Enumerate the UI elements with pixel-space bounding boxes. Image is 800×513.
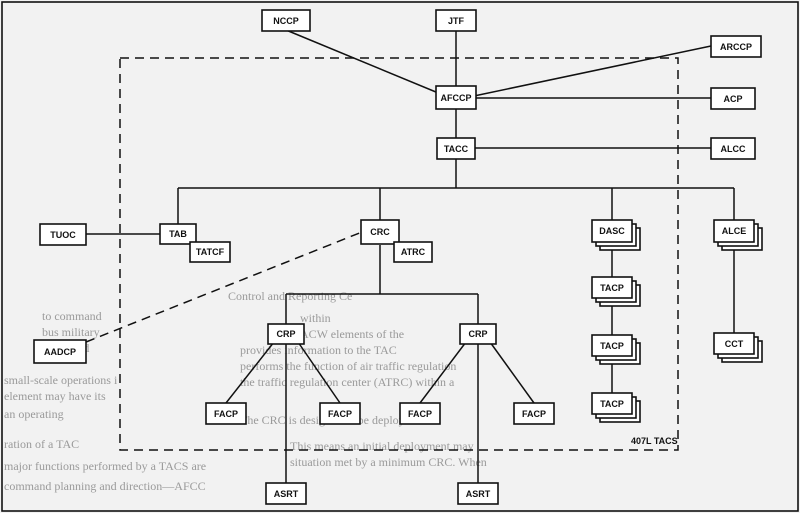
bg-line: the traffic regulation center (ATRC) wit… (240, 375, 455, 389)
tacs-frame (119, 57, 679, 451)
svg-text:ACP: ACP (723, 94, 742, 104)
connectors (85, 29, 735, 483)
node-facp-2: FACP (319, 402, 361, 425)
bg-line: major functions performed by a TACS are (4, 459, 206, 473)
svg-text:TACC: TACC (444, 144, 469, 154)
edge-crp2-facp4 (489, 341, 535, 404)
node-cct: CCT (713, 332, 763, 363)
bg-line: an operating (4, 407, 64, 421)
svg-text:FACP: FACP (328, 409, 352, 419)
svg-text:NCCP: NCCP (273, 16, 299, 26)
svg-text:CRC: CRC (370, 227, 390, 237)
node-arccp: ARCCP (710, 35, 762, 58)
svg-text:CRP: CRP (468, 329, 487, 339)
bg-line: to command (42, 309, 102, 323)
svg-text:AADCP: AADCP (44, 347, 76, 357)
svg-text:TACP: TACP (600, 399, 624, 409)
edge-crp1-facp2 (297, 341, 341, 404)
node-tacc: TACC (436, 137, 476, 160)
node-atrc: ATRC (393, 241, 433, 263)
tacs-frame-label: 407L TACS (631, 436, 678, 446)
node-dasc: DASC (591, 219, 641, 251)
node-tatcf: TATCF (189, 241, 231, 263)
bg-line: performs the function of air traffic reg… (240, 359, 456, 373)
bg-line: command planning and direction—AFCC (4, 479, 206, 493)
node-crp-2: CRP (459, 323, 497, 345)
svg-text:TATCF: TATCF (196, 247, 225, 257)
node-tacp-3: TACP (591, 392, 641, 423)
svg-text:FACP: FACP (214, 409, 238, 419)
bg-line: element may have its (4, 389, 106, 403)
node-asrt-2: ASRT (457, 482, 499, 505)
node-nccp: NCCP (261, 9, 311, 32)
svg-text:FACP: FACP (522, 409, 546, 419)
svg-text:CRP: CRP (276, 329, 295, 339)
edge-afccp-arccp (473, 45, 712, 97)
svg-text:AFCCP: AFCCP (441, 93, 472, 103)
svg-text:ATRC: ATRC (401, 247, 426, 257)
svg-text:ASRT: ASRT (466, 489, 491, 499)
svg-text:FACP: FACP (408, 409, 432, 419)
node-facp-3: FACP (399, 402, 441, 425)
node-facp-4: FACP (513, 402, 555, 425)
node-tacp-2: TACP (591, 334, 641, 365)
node-crp-1: CRP (267, 323, 305, 345)
svg-text:DASC: DASC (599, 226, 625, 236)
background-text: Control and Reporting Ce to command bus … (4, 289, 487, 493)
node-tuoc: TUOC (39, 223, 87, 246)
svg-text:ALCE: ALCE (722, 226, 747, 236)
svg-text:TAB: TAB (169, 229, 187, 239)
edge-nccp-afccp (285, 29, 449, 98)
node-afccp: AFCCP (435, 85, 477, 110)
edge-aadcp-crc (85, 231, 363, 343)
node-tab: TAB (159, 223, 197, 245)
edge-crp1-facp1 (225, 341, 275, 404)
node-crc: CRC (360, 219, 400, 245)
bg-line: Control and Reporting Ce (228, 289, 352, 303)
svg-text:JTF: JTF (448, 16, 465, 26)
bg-line: ration of a TAC (4, 437, 79, 451)
svg-text:TACP: TACP (600, 341, 624, 351)
node-aadcp: AADCP (33, 339, 87, 364)
svg-text:ASRT: ASRT (274, 489, 299, 499)
svg-text:TACP: TACP (600, 283, 624, 293)
edge-crp2-facp3 (419, 341, 467, 404)
node-facp-1: FACP (205, 402, 247, 425)
bg-line: situation met by a minimum CRC. When (290, 455, 487, 469)
svg-text:TUOC: TUOC (50, 230, 76, 240)
node-acp: ACP (710, 87, 756, 110)
svg-text:ALCC: ALCC (721, 144, 746, 154)
node-jtf: JTF (435, 9, 477, 32)
svg-text:ARCCP: ARCCP (720, 42, 752, 52)
bg-line: bus military (42, 325, 100, 339)
bg-line: ACW elements of the (300, 327, 404, 341)
node-alce: ALCE (713, 219, 763, 251)
bg-line: provides information to the TAC (240, 343, 397, 357)
svg-text:CCT: CCT (725, 339, 744, 349)
bg-line: This means an initial deployment may (290, 439, 474, 453)
node-asrt-1: ASRT (265, 482, 307, 505)
bg-line: small-scale operations i (4, 373, 118, 387)
node-tacp-1: TACP (591, 276, 641, 307)
node-alcc: ALCC (710, 137, 756, 160)
bg-line: within (300, 311, 331, 325)
